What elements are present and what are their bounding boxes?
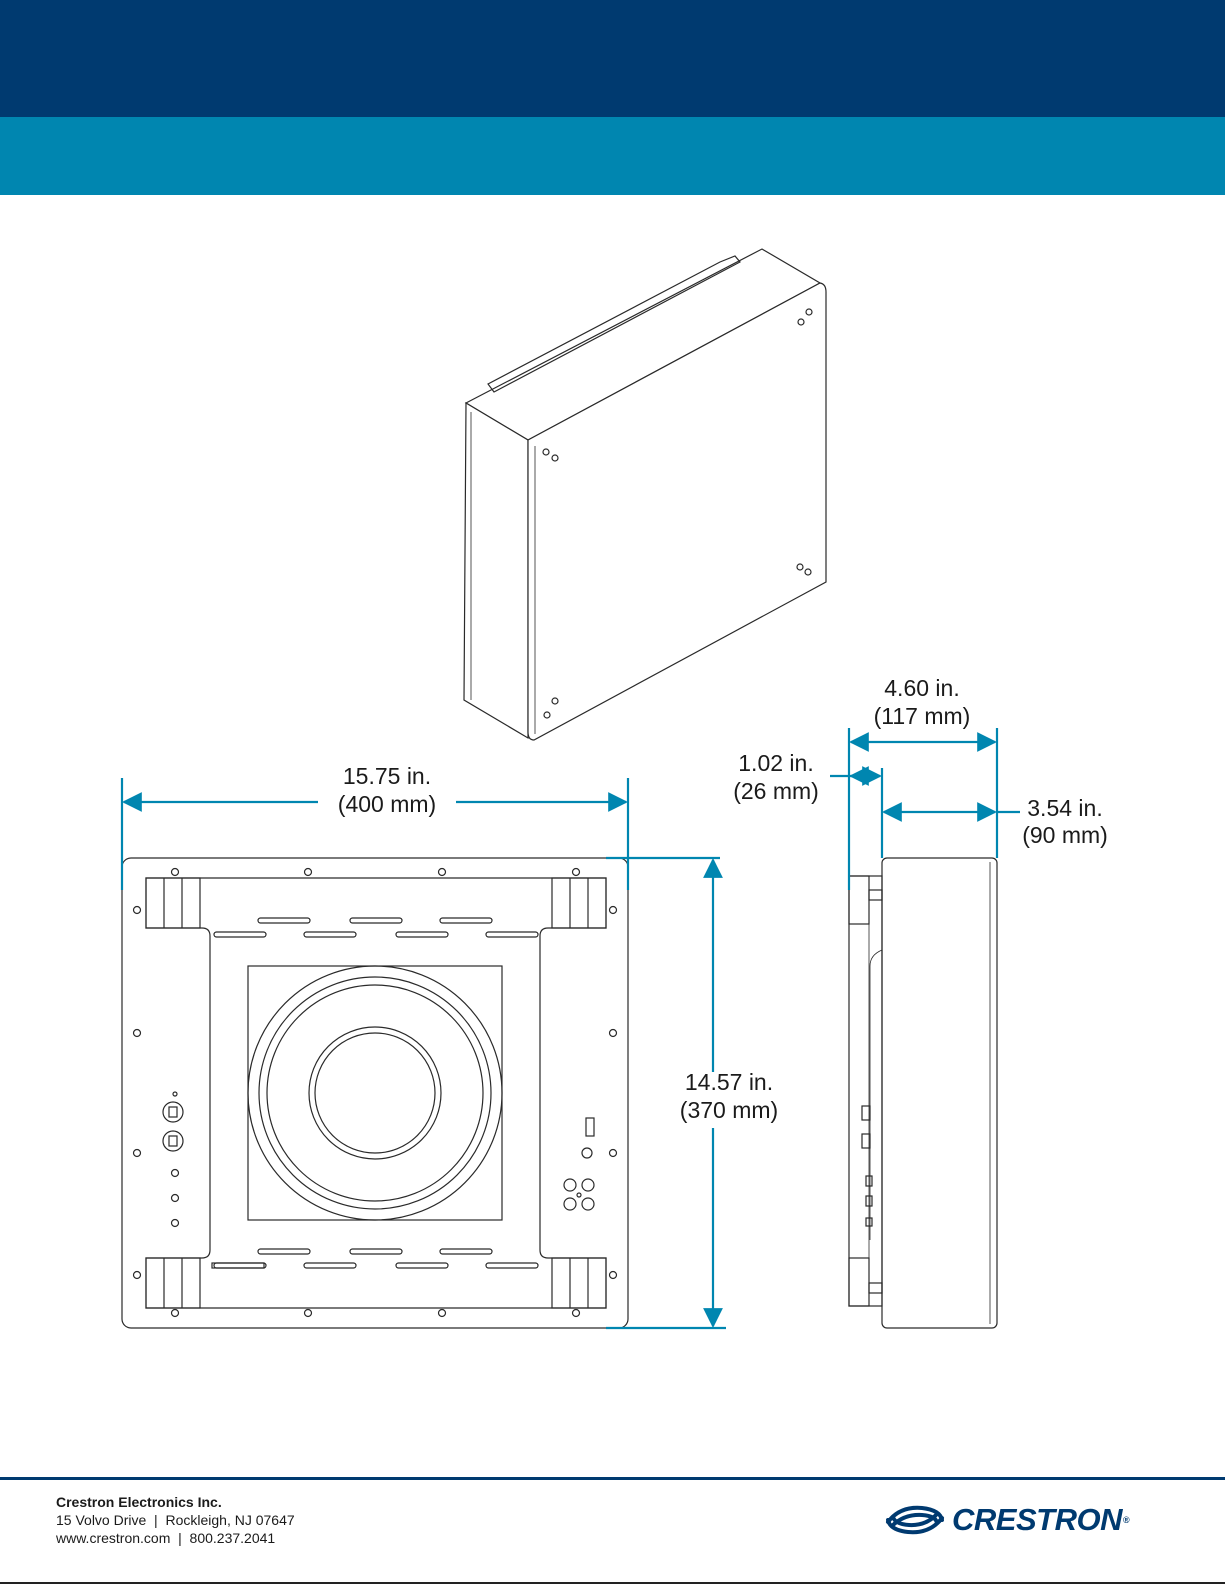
height-metric: (370 mm): [680, 1097, 778, 1123]
front-view: [122, 858, 628, 1328]
crestron-logo: CRESTRON®: [882, 1502, 1174, 1538]
width-imperial: 15.75 in.: [343, 763, 431, 789]
left-controls: [163, 1092, 264, 1268]
flange-depth-imperial: 1.02 in.: [738, 750, 813, 776]
footer-rule: [0, 1477, 1225, 1480]
company-contact: www.crestron.com | 800.237.2041: [56, 1529, 295, 1547]
footer-address-block: Crestron Electronics Inc. 15 Volvo Drive…: [56, 1493, 295, 1547]
dimension-lines: [122, 728, 1020, 1328]
logo-text: CRESTRON: [952, 1502, 1122, 1537]
logo-wordmark: CRESTRON®: [952, 1502, 1129, 1538]
swirl-icon: [882, 1502, 948, 1538]
corner-blocks: [146, 878, 606, 1308]
body-depth-imperial: 3.54 in.: [1027, 795, 1102, 821]
side-view: [849, 858, 997, 1328]
width-metric: (400 mm): [338, 791, 436, 817]
speaker-driver: [248, 966, 502, 1220]
body-depth-metric: (90 mm): [1022, 822, 1108, 848]
company-name: Crestron Electronics Inc.: [56, 1493, 295, 1511]
company-address: 15 Volvo Drive | Rockleigh, NJ 07647: [56, 1511, 295, 1529]
isometric-view: [464, 249, 826, 740]
vent-slots: [214, 918, 538, 1268]
height-imperial: 14.57 in.: [685, 1069, 773, 1095]
right-connectors: [564, 1118, 594, 1210]
total-depth-metric: (117 mm): [874, 703, 971, 729]
logo-registered-mark: ®: [1123, 1515, 1129, 1525]
footer-bottom-rule: [0, 1582, 1225, 1584]
flange-depth-metric: (26 mm): [733, 778, 819, 804]
total-depth-imperial: 4.60 in.: [884, 675, 959, 701]
